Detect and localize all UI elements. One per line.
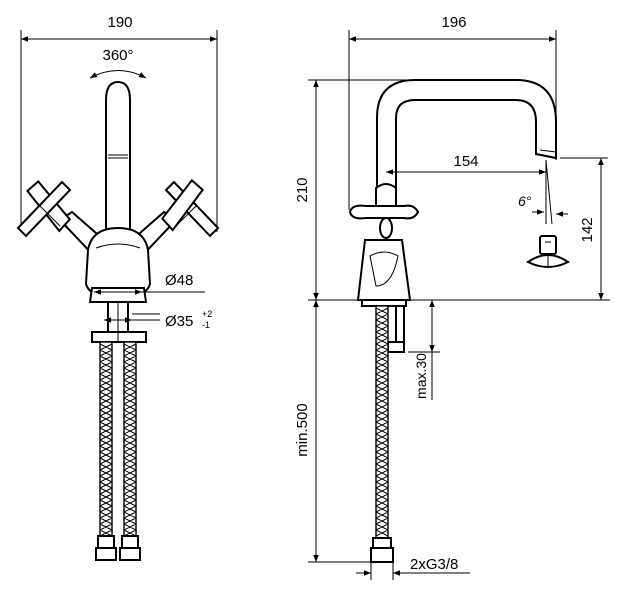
rotation-label: 360° (102, 47, 133, 64)
hole-diameter-label: Ø35 (165, 313, 193, 330)
hose-length-dimension: min.500 (294, 300, 372, 563)
max-deck-label: max.30 (413, 353, 429, 399)
spout-clearance-label: 142 (579, 217, 596, 242)
drain-knob (526, 235, 570, 268)
front-body (84, 226, 152, 303)
side-body (348, 183, 420, 307)
rotation-indicator: 360° (89, 47, 147, 79)
height-dimension: 210 (294, 79, 610, 301)
hose-length-label: min.500 (294, 403, 311, 456)
front-width-label: 190 (107, 14, 132, 31)
base-diameter-label: Ø48 (165, 272, 193, 289)
hole-diameter-dimension: Ø35 +2 -1 (104, 309, 212, 330)
spout-clearance-dimension: 142 (560, 157, 608, 300)
hole-tol-lower: -1 (202, 320, 210, 330)
side-width-dimension: 196 (348, 14, 557, 210)
front-view: 190 360° (16, 14, 220, 561)
connection-dimension: 2xG3/8 (356, 556, 470, 580)
front-hoses (95, 341, 141, 561)
front-spout (105, 80, 131, 233)
side-hoses (370, 305, 405, 563)
angle-label: 6° (518, 193, 532, 209)
left-handle (16, 179, 106, 260)
max-deck-dimension: max.30 (408, 300, 440, 400)
front-width-dimension: 190 (20, 14, 218, 232)
height-label: 210 (294, 177, 311, 202)
reach-dimension: 154 (386, 153, 546, 175)
side-view: 196 210 154 (294, 14, 610, 580)
reach-label: 154 (453, 153, 478, 170)
connection-label: 2xG3/8 (410, 556, 458, 573)
mounting-plate (91, 301, 147, 343)
side-width-label: 196 (441, 14, 466, 31)
hole-tol-upper: +2 (202, 309, 212, 319)
side-spout (376, 79, 557, 191)
base-diameter-dimension: Ø48 (94, 272, 205, 295)
angle-dimension: 6° (518, 159, 568, 225)
